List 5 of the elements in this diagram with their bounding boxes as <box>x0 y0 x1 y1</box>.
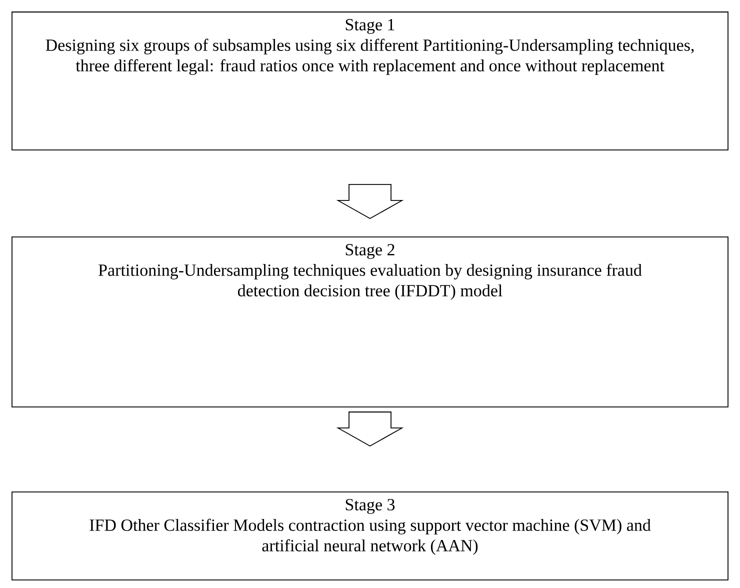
block-arrow <box>336 184 404 219</box>
stage-box: Stage 1 Designing six groups of subsamples using six different Partitioning-Undersampling techniques, three different legal: fraud ratios once with replacement and once without replacement <box>12 12 728 150</box>
block-arrow <box>336 412 404 446</box>
stage-box: Stage 3 IFD Other Classifier Models contraction using support vector machine (SVM) and artificial neural network (AAN) <box>12 492 728 580</box>
stage-box: Stage 2 Partitioning-Undersampling techniques evaluation by designing insurance fraud detection decision tree (IFDDT) model <box>12 236 728 408</box>
